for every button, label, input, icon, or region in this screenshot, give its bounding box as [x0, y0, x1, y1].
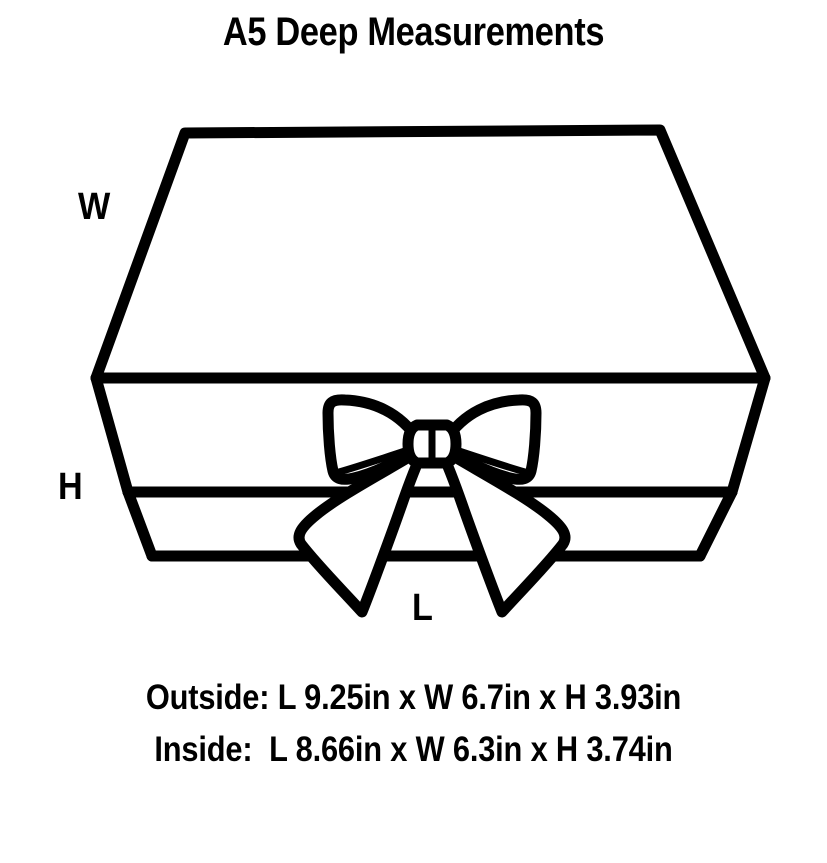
- ribbon-loop-right: [440, 394, 542, 485]
- length-label: L: [412, 587, 433, 629]
- outside-measurements: Outside: L 9.25in x W 6.7in x H 3.93in: [145, 678, 682, 717]
- ribbon-tail-right: [434, 442, 571, 618]
- box-outline-group: [90, 124, 771, 562]
- page-title: A5 Deep Measurements: [222, 10, 605, 54]
- width-label: W: [78, 186, 111, 228]
- box-lid-top-face: [90, 124, 771, 384]
- box-body-left-edge: [90, 372, 134, 498]
- ribbon-bow-group: [293, 394, 571, 618]
- box-base-right-edge: [694, 486, 738, 562]
- measurements-block: Outside: L 9.25in x W 6.7in x H 3.93in I…: [0, 672, 827, 776]
- inside-measurements: Inside: L 8.66in x W 6.3in x H 3.74in: [154, 730, 673, 769]
- box-body-right-edge: [726, 372, 771, 498]
- ribbon-loop-left: [322, 394, 424, 485]
- box-base-left-edge: [122, 486, 158, 562]
- height-label: H: [58, 466, 83, 508]
- gift-box-svg: [90, 124, 771, 618]
- gift-box-diagram: [0, 100, 827, 640]
- ribbon-tail-left: [293, 442, 430, 618]
